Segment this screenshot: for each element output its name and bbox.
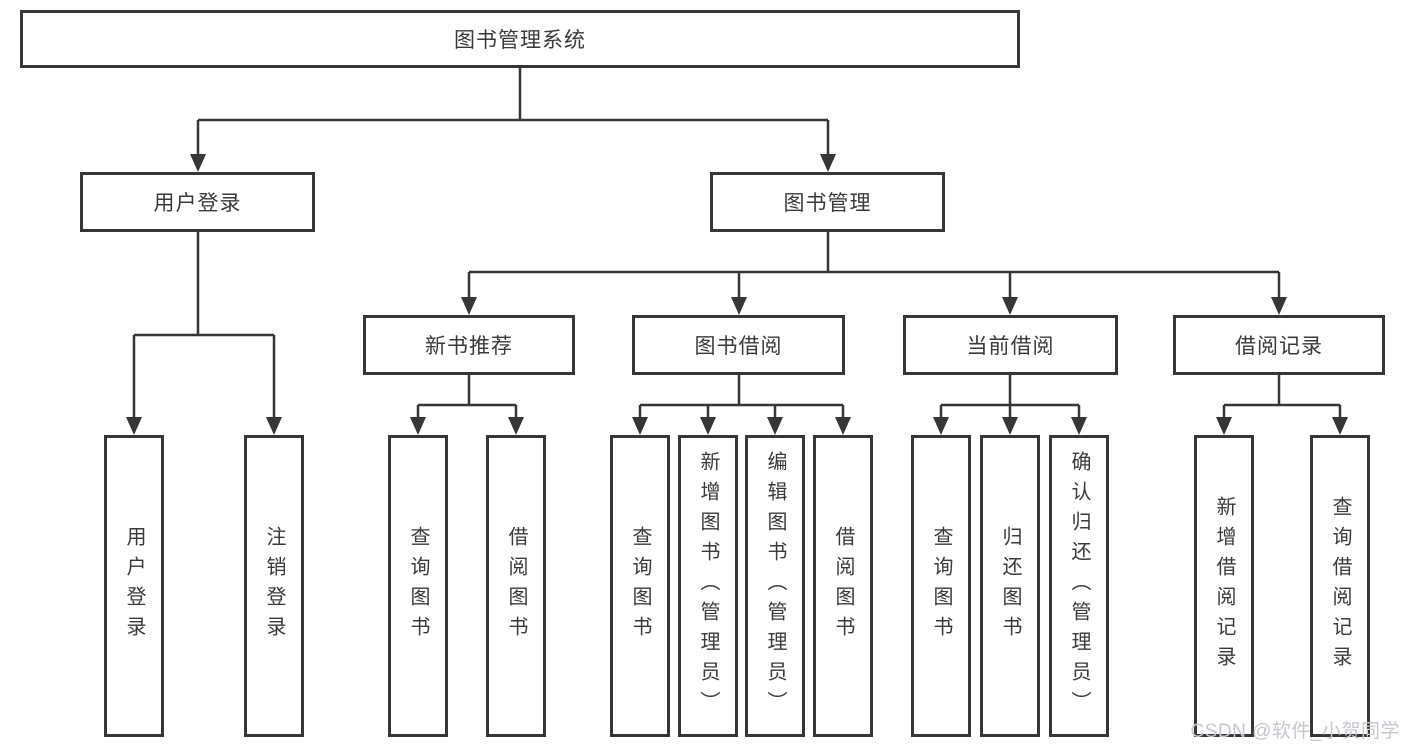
leaf-confirm-return-admin: 确认归还（管理员）: [1049, 435, 1109, 737]
leaf-borrow-books-recommend: 借阅图书: [486, 435, 546, 737]
node-library-management-system: 图书管理系统: [20, 10, 1020, 68]
node-new-book-recommend: 新书推荐: [363, 315, 575, 375]
leaf-return-books: 归还图书: [980, 435, 1040, 737]
node-label: 用户登录: [153, 192, 242, 215]
node-label: 查询图书: [629, 526, 651, 646]
node-user-login: 用户登录: [80, 172, 315, 232]
leaf-query-books-borrow: 查询图书: [610, 435, 670, 737]
arrowhead-icons: [126, 154, 1348, 435]
node-label: 查询图书: [407, 526, 429, 646]
leaf-query-books-recommend: 查询图书: [388, 435, 448, 737]
node-label: 当前借阅: [966, 335, 1055, 358]
node-label: 借阅图书: [832, 526, 854, 646]
node-label: 图书管理系统: [454, 29, 586, 52]
leaf-query-books-current: 查询图书: [911, 435, 971, 737]
node-label: 编辑图书（管理员）: [764, 451, 786, 721]
node-book-management: 图书管理: [710, 172, 945, 232]
node-borrow-records: 借阅记录: [1173, 315, 1385, 375]
node-book-borrow: 图书借阅: [632, 315, 845, 375]
node-label: 注销登录: [263, 526, 285, 646]
node-label: 归还图书: [999, 526, 1021, 646]
leaf-add-books-admin: 新增图书（管理员）: [678, 435, 738, 737]
watermark: CSDN @软件_小贺同学: [1190, 721, 1400, 742]
node-label: 新增借阅记录: [1213, 496, 1235, 676]
leaf-logout: 注销登录: [244, 435, 304, 737]
node-label: 借阅图书: [505, 526, 527, 646]
leaf-borrow-books: 借阅图书: [813, 435, 873, 737]
node-current-borrow: 当前借阅: [903, 315, 1118, 375]
leaf-add-borrow-record: 新增借阅记录: [1194, 435, 1254, 737]
node-label: 用户登录: [123, 526, 145, 646]
node-label: 查询图书: [930, 526, 952, 646]
node-label: 借阅记录: [1235, 335, 1323, 358]
node-label: 新增图书（管理员）: [697, 451, 719, 721]
node-label: 图书借阅: [694, 335, 783, 358]
node-label: 确认归还（管理员）: [1068, 451, 1090, 721]
node-label: 新书推荐: [425, 335, 513, 358]
leaf-query-borrow-record: 查询借阅记录: [1310, 435, 1370, 737]
node-label: 图书管理: [783, 192, 872, 215]
node-label: 查询借阅记录: [1329, 496, 1351, 676]
leaf-user-login: 用户登录: [104, 435, 164, 737]
leaf-edit-books-admin: 编辑图书（管理员）: [745, 435, 805, 737]
